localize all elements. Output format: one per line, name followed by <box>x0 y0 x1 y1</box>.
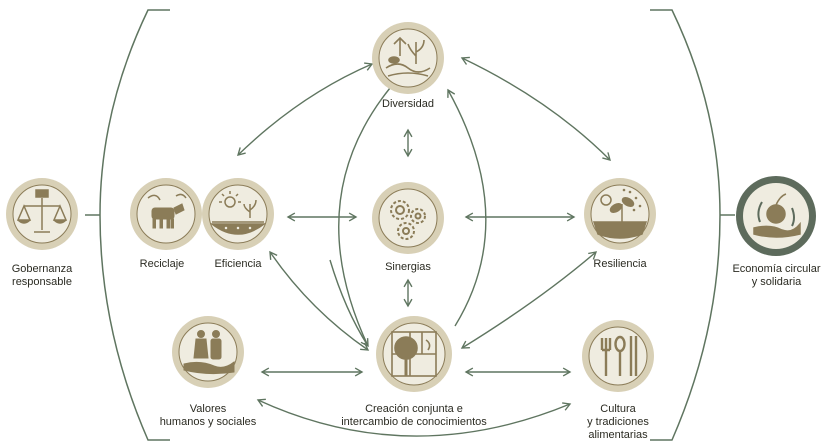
node-resiliencia <box>584 178 656 250</box>
label-resiliencia: Resiliencia <box>593 258 647 270</box>
apple-hand-icon <box>753 193 801 238</box>
right-bracket <box>650 9 721 441</box>
node-cultura <box>582 320 654 392</box>
arrow-diversidad-eficiencia <box>237 62 374 156</box>
node-diversidad <box>372 22 444 94</box>
arrow-creacion-diversidad <box>447 88 487 327</box>
scales-icon <box>16 189 68 233</box>
rain-plant-icon <box>592 188 648 239</box>
people-hand-icon <box>183 330 235 375</box>
node-creacion <box>376 316 452 392</box>
label-gobernanza: Gobernanza responsable <box>11 263 73 288</box>
label-sinergias: Sinergias <box>385 261 431 273</box>
sun-seedlings-icon <box>209 191 267 235</box>
tree-grid-icon <box>391 331 437 377</box>
node-valores <box>172 316 244 388</box>
node-sinergias <box>372 182 444 254</box>
plants-animal-icon <box>385 36 431 77</box>
node-gobernanza <box>6 178 78 250</box>
left-bracket <box>99 9 170 441</box>
cow-icon <box>147 193 187 229</box>
gears-icon <box>390 200 426 240</box>
arrow-diversidad-resiliencia <box>460 56 611 161</box>
label-diversidad: Diversidad <box>382 98 434 110</box>
node-eficiencia <box>202 178 274 250</box>
arrow-creacion-resiliencia <box>460 251 598 349</box>
node-reciclaje <box>130 178 202 250</box>
node-economia <box>736 176 816 256</box>
label-cultura: Cultura y tradiciones alimentarias <box>587 403 649 441</box>
arrow-valores-cultura <box>256 398 572 437</box>
label-valores: Valores humanos y sociales <box>159 403 257 428</box>
cutlery-icon <box>600 335 638 376</box>
label-eficiencia: Eficiencia <box>214 258 262 270</box>
label-economia: Economía circular y solidaria <box>732 263 821 288</box>
label-reciclaje: Reciclaje <box>139 258 185 270</box>
label-creacion: Creación conjunta e intercambio de conoc… <box>341 403 487 428</box>
arrow-eficiencia-creacion <box>269 250 370 351</box>
